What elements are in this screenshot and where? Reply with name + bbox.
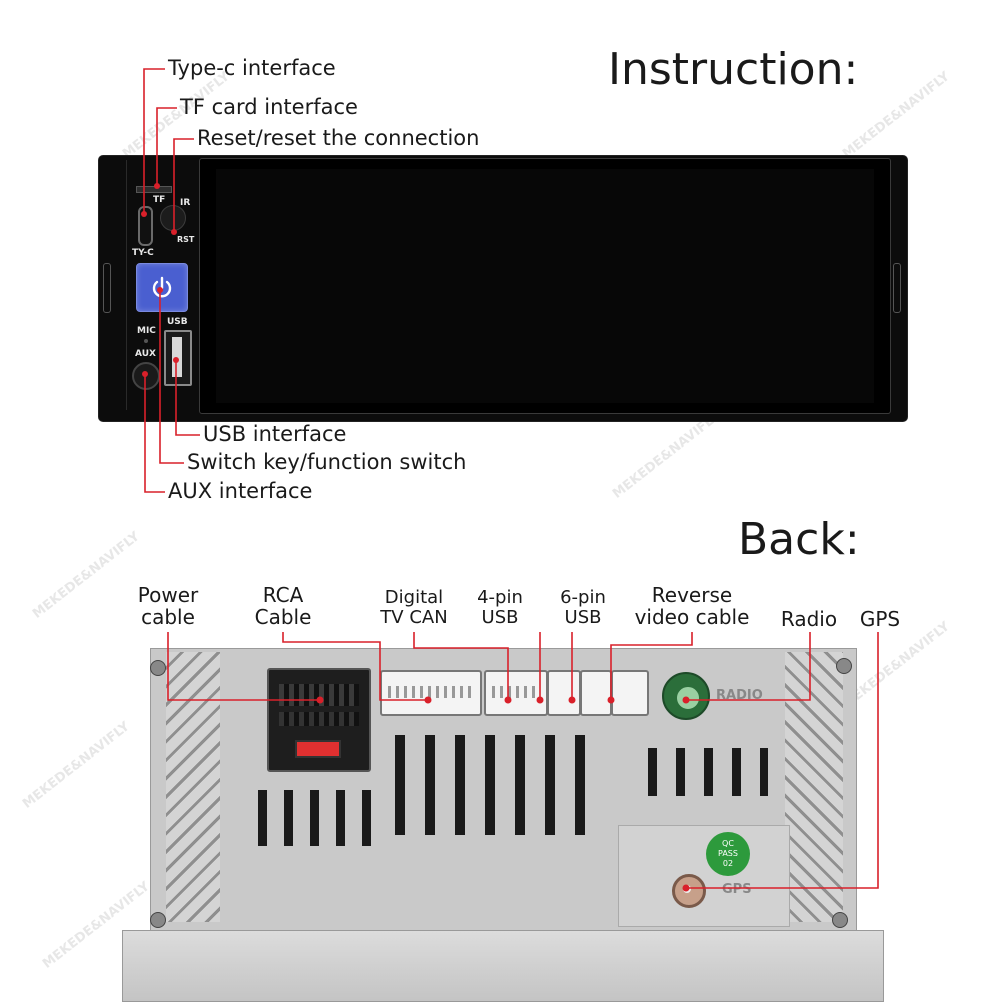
callout-tf — [156, 107, 177, 186]
mic-mark: MIC — [137, 326, 156, 336]
callout-tv-can — [413, 632, 509, 700]
vent-slots — [648, 748, 768, 796]
reverse-video-connector[interactable] — [611, 670, 649, 716]
label-reset: Reset/reset the connection — [197, 126, 480, 150]
gps-mark: GPS — [722, 882, 752, 897]
heat-fins-left — [166, 652, 220, 922]
screw — [150, 912, 166, 928]
type-c-port[interactable] — [138, 206, 153, 246]
rst-mark: RST — [177, 235, 195, 244]
bottom-casing — [122, 930, 884, 1002]
callout-type-c — [143, 68, 165, 214]
ir-mark: IR — [180, 198, 191, 208]
tv-can-connector[interactable] — [484, 670, 548, 716]
callout-radio — [686, 632, 811, 701]
callout-switch — [159, 290, 184, 464]
usb-6pin-connector[interactable] — [580, 670, 612, 716]
panel-divider — [126, 160, 127, 410]
rca-connector[interactable] — [380, 670, 482, 716]
callout-reverse — [610, 632, 693, 700]
label-radio: Radio — [780, 607, 838, 631]
display-screen — [199, 158, 891, 414]
usb-mark: USB — [167, 317, 188, 327]
callout-rca — [282, 632, 428, 701]
label-switch-key: Switch key/function switch — [187, 450, 467, 474]
left-clip — [103, 263, 111, 313]
callout-power — [167, 632, 320, 701]
power-icon — [152, 276, 172, 298]
qc-sticker: QC PASS 02 — [706, 832, 750, 876]
gps-socket[interactable] — [672, 874, 706, 908]
label-tf-card: TF card interface — [180, 95, 358, 119]
qc-sticker-text: QC PASS 02 — [718, 839, 738, 868]
label-usb: USB interface — [203, 422, 347, 446]
power-connector[interactable] — [267, 668, 371, 772]
tf-slot — [136, 186, 172, 193]
back-heading: Back: — [738, 514, 860, 565]
callout-gps — [686, 632, 879, 889]
instruction-heading: Instruction: — [608, 44, 859, 95]
radio-socket[interactable] — [662, 672, 710, 720]
screw — [832, 912, 848, 928]
vent-slots — [395, 735, 605, 835]
label-type-c: Type-c interface — [168, 56, 336, 80]
mic-hole — [144, 339, 148, 343]
tf-mark: TF — [153, 195, 166, 205]
power-button[interactable] — [136, 263, 188, 312]
gps-module — [618, 825, 790, 927]
right-clip — [893, 263, 901, 313]
screw — [836, 658, 852, 674]
callout-reset — [173, 138, 194, 232]
label-gps: GPS — [859, 607, 901, 631]
vent-slots — [258, 790, 378, 846]
aux-mark: AUX — [135, 349, 156, 359]
callout-usb — [175, 360, 200, 436]
heat-fins-right — [785, 652, 843, 922]
label-aux: AUX interface — [168, 479, 313, 503]
screw — [150, 660, 166, 676]
ty-c-mark: TY-C — [132, 248, 154, 258]
callout-aux — [144, 374, 165, 493]
